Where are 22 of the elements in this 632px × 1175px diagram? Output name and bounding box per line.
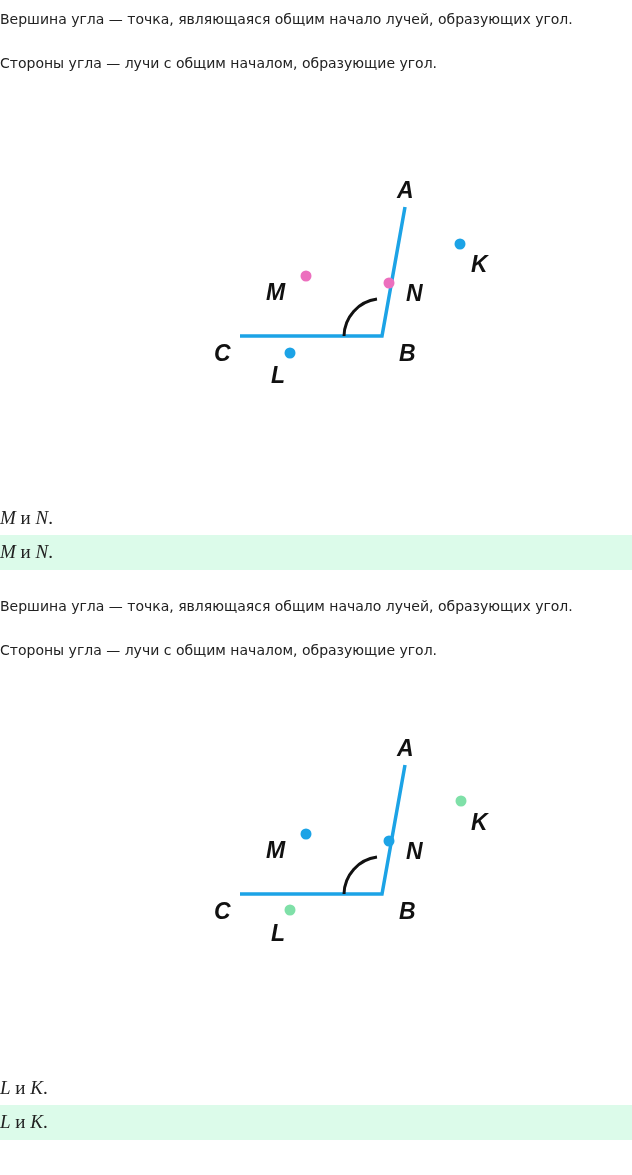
answer-text: M и N. bbox=[0, 507, 53, 529]
definition-text: Вершина угла — точка, являющаяся общим начало лучей, образующих угол. bbox=[0, 597, 573, 615]
point-label: B bbox=[399, 899, 416, 923]
point-label: K bbox=[471, 252, 488, 276]
highlighted-answer: L и K. bbox=[0, 1111, 48, 1133]
point-label: M bbox=[266, 838, 286, 862]
highlighted-answer: M и N. bbox=[0, 541, 53, 563]
point-label: K bbox=[471, 810, 488, 834]
point-label: C bbox=[214, 899, 231, 923]
definition-text: Стороны угла — лучи с общим началом, образующие угол. bbox=[0, 54, 438, 72]
point-label: N bbox=[406, 281, 423, 305]
definition-text: Вершина угла — точка, являющаяся общим начало лучей, образующих угол. bbox=[0, 10, 573, 28]
point-label: C bbox=[214, 341, 231, 365]
definition-text: Стороны угла — лучи с общим началом, образующие угол. bbox=[0, 641, 438, 659]
point-label: A bbox=[397, 178, 414, 202]
point-label: B bbox=[399, 341, 416, 365]
answer-text: L и K. bbox=[0, 1077, 48, 1099]
point-label: A bbox=[397, 736, 414, 760]
point-label: L bbox=[271, 921, 286, 945]
point-label: N bbox=[406, 839, 423, 863]
point-label: L bbox=[271, 363, 286, 387]
point-label: M bbox=[266, 280, 286, 304]
